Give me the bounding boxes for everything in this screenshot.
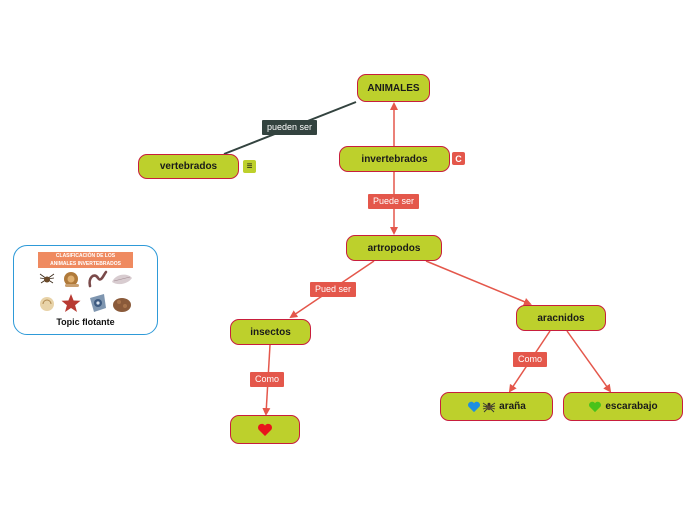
label-pueden-ser[interactable]: pueden ser: [262, 120, 318, 135]
node-aracnidos-text: aracnidos: [537, 312, 585, 324]
image-title-line1: CLASIFICACIÓN DE LOS: [55, 253, 116, 259]
blue-heart-icon: [468, 401, 481, 412]
floating-topic-caption: Topic flotante: [56, 317, 115, 327]
snail-shell-thumb: [90, 294, 106, 312]
worm-thumb: [88, 270, 108, 288]
node-arana[interactable]: araña: [440, 392, 553, 421]
node-escarabajo-text: escarabajo: [605, 401, 658, 412]
c-badge-icon[interactable]: C: [452, 152, 465, 165]
label-pued-ser[interactable]: Pued ser: [310, 282, 357, 297]
red-heart-icon: [258, 423, 272, 436]
snail-thumb: [64, 272, 79, 287]
spider-thumb: [39, 273, 55, 284]
starfish-thumb: [61, 294, 81, 312]
spider-icon: [482, 402, 496, 412]
image-title-banner: CLASIFICACIÓN DE LOS ANIMALES INVERTEBRA…: [38, 252, 133, 268]
label-como-aracnidos[interactable]: Como: [513, 352, 548, 367]
node-insectos-text: insectos: [250, 326, 291, 338]
node-vertebrados[interactable]: vertebrados: [138, 154, 239, 179]
node-aracnidos[interactable]: aracnidos: [516, 305, 606, 331]
invertebrates-image: [39, 270, 132, 312]
shell-thumb: [40, 297, 54, 311]
node-escarabajo[interactable]: escarabajo: [563, 392, 683, 421]
node-insectos[interactable]: insectos: [230, 319, 311, 345]
node-artropodos-text: artropodos: [367, 242, 421, 254]
shrimp-thumb: [112, 274, 132, 285]
label-como-insectos[interactable]: Como: [250, 372, 285, 387]
node-heart[interactable]: [230, 415, 300, 444]
coral-thumb: [113, 298, 131, 312]
notes-icon[interactable]: ≡: [243, 160, 256, 173]
green-heart-icon: [589, 401, 602, 412]
node-animales-text: ANIMALES: [367, 82, 420, 94]
floating-topic[interactable]: CLASIFICACIÓN DE LOS ANIMALES INVERTEBRA…: [13, 245, 158, 335]
node-animales[interactable]: ANIMALES: [357, 74, 430, 102]
node-invertebrados-text: invertebrados: [361, 153, 428, 165]
link-artropodos-aracnidos: [425, 260, 532, 306]
label-puede-ser[interactable]: Puede ser: [368, 194, 420, 209]
node-artropodos[interactable]: artropodos: [346, 235, 442, 261]
node-invertebrados[interactable]: invertebrados: [339, 146, 450, 172]
node-arana-text: araña: [499, 401, 526, 412]
image-title-line2: ANIMALES INVERTEBRADOS: [50, 261, 121, 267]
node-vertebrados-text: vertebrados: [159, 161, 218, 172]
link-aracnidos-escarabajo: [566, 330, 612, 393]
